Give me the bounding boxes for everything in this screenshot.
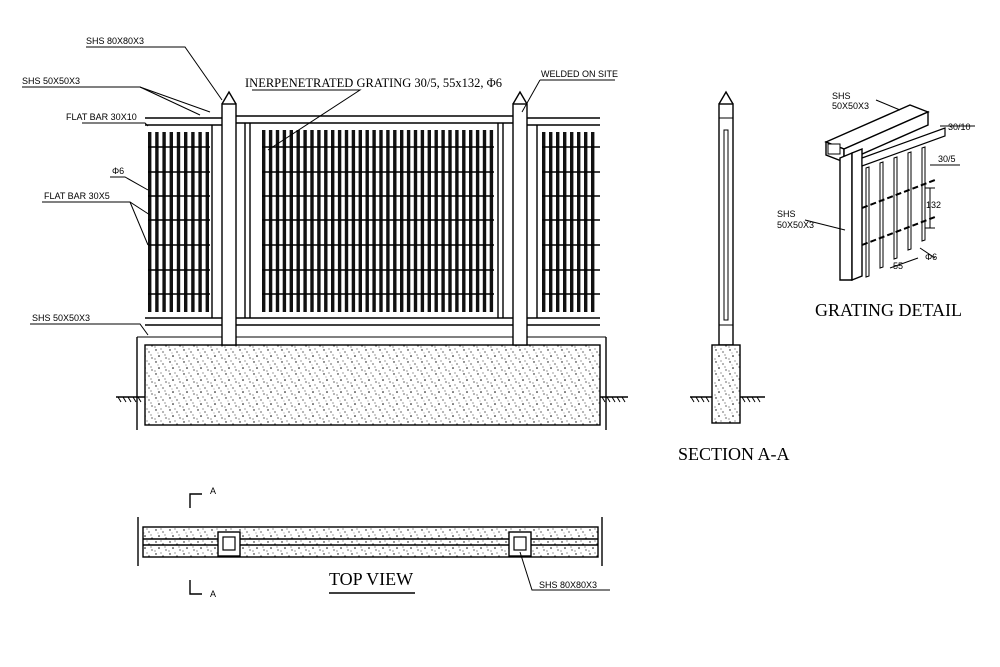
grating-bar — [344, 130, 349, 312]
label-flat-bar-30x10: FLAT BAR 30X10 — [66, 112, 137, 122]
grating-bar — [268, 130, 273, 312]
grating-bar — [155, 132, 159, 312]
detail-crossbar — [861, 216, 936, 246]
grating-bar — [427, 130, 431, 312]
label-shs-80x80x3-plan: SHS 80X80X3 — [539, 580, 597, 590]
plan-post-right — [508, 531, 532, 557]
detail-label-phi6: Φ6 — [925, 252, 937, 262]
detail-bar — [865, 166, 870, 278]
grating-bar — [317, 130, 321, 312]
title-grating-detail: GRATING DETAIL — [815, 300, 962, 320]
detail-bar — [907, 151, 912, 251]
section-marker-label-top: A — [210, 486, 216, 496]
leader-lines — [22, 46, 615, 336]
label-phi6: Φ6 — [112, 166, 124, 176]
section-aa-view: SECTION A-A — [678, 90, 790, 464]
grating-bar — [542, 132, 546, 312]
grating-bar — [303, 130, 307, 312]
label-welded-on-site: WELDED ON SITE — [541, 69, 618, 79]
detail-label-30-10: 30/10 — [948, 122, 971, 132]
section-marker-label-bottom: A — [210, 589, 216, 599]
grating-bar — [337, 130, 342, 312]
grating-bar — [434, 130, 438, 312]
title-section-aa: SECTION A-A — [678, 444, 790, 464]
grating-bar — [365, 130, 369, 312]
section-marker-bottom — [189, 580, 202, 595]
grating-bar — [148, 132, 152, 312]
grating-bar — [413, 130, 418, 312]
grating-bar — [379, 130, 383, 312]
grating-bar — [351, 130, 356, 312]
grating-bar — [584, 132, 588, 312]
detail-label-shs-left-1: SHS — [777, 209, 796, 219]
grating-bar — [324, 130, 328, 312]
detail-label-55: 55 — [893, 261, 903, 271]
grating-bar — [591, 132, 595, 312]
grating-bar — [262, 130, 266, 312]
grating-bar — [191, 132, 195, 312]
grating-bar — [406, 130, 411, 312]
grating-bar — [448, 130, 452, 312]
grating-bar — [176, 132, 181, 312]
grating-bar — [162, 132, 166, 312]
grating-bar — [205, 132, 209, 312]
grating-bar — [275, 130, 280, 312]
grating-bar — [469, 130, 473, 312]
grating-bar — [462, 130, 466, 312]
detail-bar — [879, 161, 884, 269]
grating-bar — [289, 130, 293, 312]
section-marker-top — [189, 493, 202, 508]
detail-label-132: 132 — [926, 200, 941, 210]
concrete-foundation — [144, 344, 601, 426]
detail-label-shs-left-2: 50X50X3 — [777, 220, 814, 230]
label-grating-note: INERPENETRATED GRATING 30/5, 55x132, Φ6 — [245, 76, 502, 90]
grating-detail-view: SHS 50X50X3 30/10 30/5 132 SHS 50X50X3 5… — [777, 91, 975, 320]
grating-bar — [420, 130, 425, 312]
grating-bar — [475, 130, 480, 312]
detail-label-shs-top-1: SHS — [832, 91, 851, 101]
grating-bar — [331, 130, 335, 312]
plan-post-left — [217, 531, 241, 557]
grating-bar — [358, 130, 362, 312]
grating-bar — [455, 130, 459, 312]
grating-panel-left — [148, 132, 210, 312]
grating-bar — [400, 130, 404, 312]
label-shs-50x50x3-top: SHS 50X50X3 — [22, 76, 80, 86]
detail-bar — [921, 146, 926, 242]
grating-bar — [441, 130, 445, 312]
grating-bar — [296, 130, 300, 312]
title-top-view: TOP VIEW — [329, 569, 413, 589]
section-footing — [711, 344, 741, 424]
grating-bar — [372, 130, 376, 312]
detail-crossbar — [861, 179, 936, 209]
grating-bar — [393, 130, 397, 312]
post-left — [221, 90, 237, 346]
fence-elevation: SHS 80X80X3 SHS 50X50X3 FLAT BAR 30X10 Φ… — [22, 36, 628, 430]
detail-bar — [893, 156, 898, 260]
grating-bar — [198, 132, 202, 312]
label-flat-bar-30x5: FLAT BAR 30X5 — [44, 191, 110, 201]
grating-panel-right — [542, 132, 600, 312]
ground-symbol-right — [600, 396, 628, 403]
grating-bar — [482, 130, 487, 312]
label-shs-50x50x3-bottom: SHS 50X50X3 — [32, 313, 90, 323]
grating-bar — [282, 130, 287, 312]
detail-label-30-5: 30/5 — [938, 154, 956, 164]
grating-bar — [570, 132, 574, 312]
grating-bar — [563, 132, 567, 312]
grating-bar — [577, 132, 581, 312]
grating-bar — [184, 132, 188, 312]
label-shs-80x80x3-top: SHS 80X80X3 — [86, 36, 144, 46]
top-view: A A SHS 80X80X3 TOP VIEW — [137, 486, 610, 599]
grating-panel-center — [262, 130, 494, 312]
grating-bar — [386, 130, 390, 312]
detail-label-shs-top-2: 50X50X3 — [832, 101, 869, 111]
grating-bar — [556, 132, 560, 312]
grating-bar — [169, 132, 173, 312]
grating-bar — [549, 132, 553, 312]
grating-bar — [489, 130, 494, 312]
ground-symbol-left — [116, 396, 145, 403]
grating-bar — [310, 130, 314, 312]
post-right — [512, 90, 528, 346]
